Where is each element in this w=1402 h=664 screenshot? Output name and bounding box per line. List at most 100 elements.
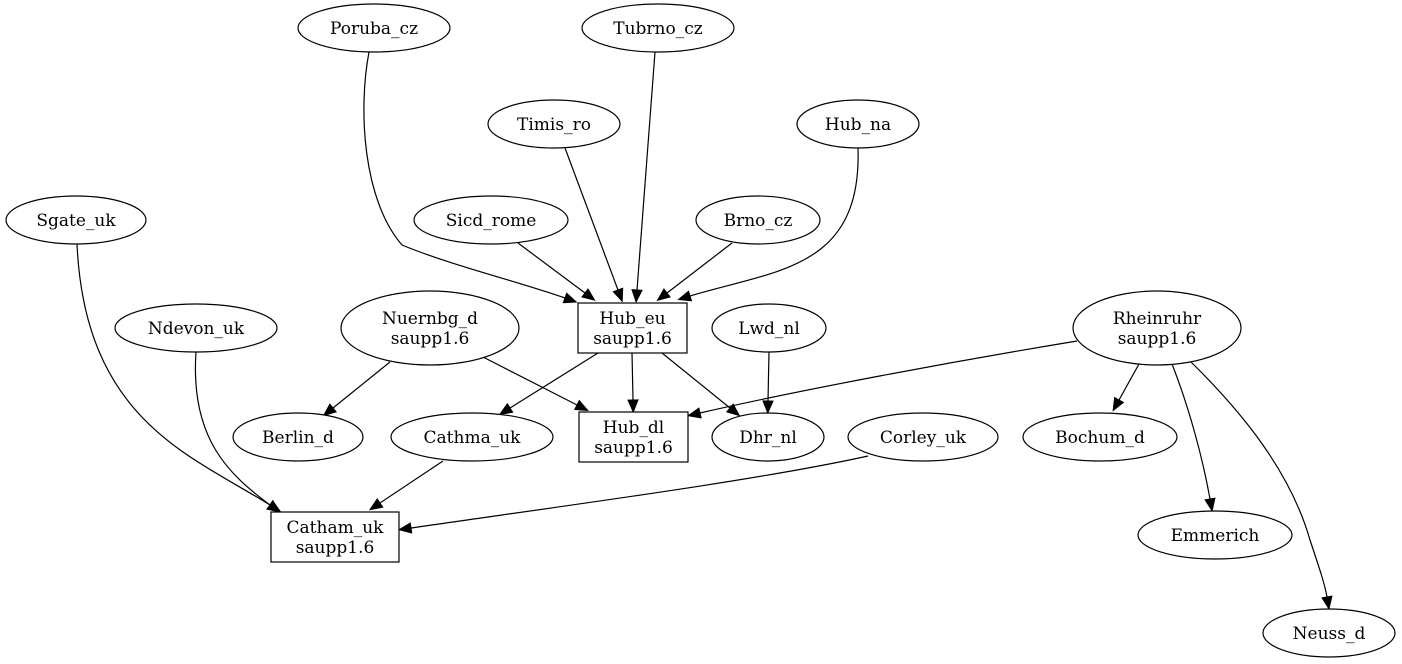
edge-hub_eu-to-dhr_nl	[661, 352, 741, 417]
node-sicd_rome: Sicd_rome	[413, 195, 569, 245]
arrowhead-icon	[1321, 595, 1333, 611]
arrowhead-icon	[397, 522, 413, 534]
node-label: Rheinruhr	[1113, 309, 1202, 329]
edge-line	[564, 147, 619, 291]
node-label: Ndevon_uk	[148, 319, 245, 339]
node-dhr_nl: Dhr_nl	[711, 412, 825, 462]
edge-rheinruhr-to-bochum_d	[1112, 363, 1140, 412]
edge-sicd_rome-to-hub_eu	[517, 242, 596, 301]
arrowhead-icon	[562, 292, 578, 304]
node-label: saupp1.6	[391, 329, 470, 349]
edge-line	[332, 361, 391, 409]
node-ellipse-shape	[114, 303, 278, 353]
arrowhead-icon	[687, 407, 702, 419]
arrowhead-icon	[631, 289, 643, 304]
node-box-shape	[578, 411, 689, 463]
node-label: Sicd_rome	[446, 211, 537, 231]
node-label: Hub_na	[825, 115, 891, 135]
edge-line	[666, 242, 733, 294]
arrowhead-icon	[656, 288, 671, 302]
node-ellipse-shape	[695, 195, 821, 245]
edge-line	[410, 455, 869, 529]
edge-tubrno_cz-to-hub_eu	[631, 51, 656, 304]
edge-hub_eu-to-hub_dl	[627, 352, 639, 414]
arrowhead-icon	[612, 287, 624, 303]
edges-layer	[76, 51, 1333, 611]
edge-line	[767, 351, 770, 402]
node-tubrno_cz: Tubrno_cz	[581, 3, 735, 53]
node-ellipse-shape	[1022, 412, 1178, 462]
edge-hub_eu-to-cathma_uk	[498, 352, 599, 416]
node-box-shape	[270, 511, 400, 563]
node-ellipse-shape	[340, 290, 520, 366]
node-bochum_d: Bochum_d	[1022, 412, 1178, 462]
edge-line	[76, 243, 271, 506]
arrowhead-icon	[266, 500, 281, 513]
node-box-shape	[577, 302, 688, 354]
node-label: saupp1.6	[594, 438, 673, 458]
node-label: saupp1.6	[593, 329, 672, 349]
node-ellipse-shape	[390, 412, 554, 462]
edge-brno_cz-to-hub_eu	[656, 242, 733, 302]
edge-corley_uk-to-catham_uk	[397, 455, 869, 534]
arrowhead-icon	[573, 399, 589, 412]
arrowhead-icon	[725, 403, 741, 417]
node-ellipse-shape	[5, 195, 147, 245]
edge-cathma_uk-to-catham_uk	[368, 460, 444, 511]
arrowhead-icon	[368, 497, 384, 511]
edge-lwd_nl-to-dhr_nl	[762, 351, 774, 415]
node-label: Poruba_cz	[330, 19, 418, 39]
node-label: Hub_dl	[603, 418, 664, 438]
edge-line	[509, 352, 599, 409]
node-ellipse-shape	[711, 412, 825, 462]
edge-line	[1189, 360, 1328, 598]
arrowhead-icon	[627, 399, 639, 414]
node-ellipse-shape	[1137, 510, 1293, 560]
edge-line	[631, 352, 634, 401]
edge-line	[1171, 363, 1211, 500]
edge-rheinruhr-to-hub_dl	[687, 340, 1078, 419]
node-ellipse-shape	[1262, 608, 1396, 658]
arrowhead-icon	[322, 403, 338, 417]
node-sgate_uk: Sgate_uk	[5, 195, 147, 245]
node-ellipse-shape	[413, 195, 569, 245]
edge-line	[689, 147, 859, 297]
node-emmerich: Emmerich	[1137, 510, 1293, 560]
node-label: Hub_eu	[599, 309, 665, 329]
node-label: Timis_ro	[517, 115, 591, 135]
node-ellipse-shape	[581, 3, 735, 53]
edge-line	[699, 340, 1078, 414]
node-label: Neuss_d	[1293, 624, 1366, 644]
arrowhead-icon	[498, 402, 514, 416]
node-label: Emmerich	[1171, 526, 1260, 546]
node-neuss_d: Neuss_d	[1262, 608, 1396, 658]
node-label: Corley_uk	[880, 428, 967, 448]
node-label: Tubrno_cz	[613, 19, 703, 39]
node-label: Cathma_uk	[424, 428, 522, 448]
node-hub_na: Hub_na	[796, 99, 920, 149]
arrowhead-icon	[1112, 396, 1125, 412]
edge-line	[661, 352, 731, 409]
node-label: Catham_uk	[287, 518, 385, 538]
edge-line	[1118, 363, 1140, 401]
edge-line	[379, 460, 444, 504]
edge-rheinruhr-to-neuss_d	[1189, 360, 1333, 611]
edge-ndevon_uk-to-catham_uk	[194, 351, 281, 513]
node-label: Brno_cz	[724, 211, 793, 231]
node-poruba_cz: Poruba_cz	[297, 3, 451, 53]
edge-line	[363, 51, 566, 299]
node-label: Bochum_d	[1055, 428, 1145, 448]
edge-line	[482, 356, 578, 406]
node-label: saupp1.6	[296, 538, 375, 558]
node-label: Lwd_nl	[738, 319, 800, 339]
node-ellipse-shape	[1072, 290, 1242, 366]
node-brno_cz: Brno_cz	[695, 195, 821, 245]
node-label: Berlin_d	[262, 428, 334, 448]
